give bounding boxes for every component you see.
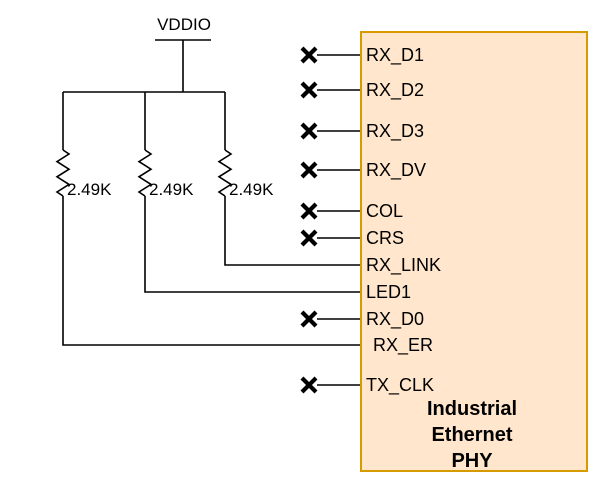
resistor-value-label: 2.49K — [229, 180, 274, 199]
wire-rx-link — [224, 196, 360, 266]
no-connect-icon — [300, 161, 318, 179]
phy-title-line: Ethernet — [431, 424, 513, 446]
resistor-symbol — [55, 149, 71, 197]
resistor-value-label: 2.49K — [149, 180, 194, 199]
pin-label-rx-er: RX_ER — [373, 335, 434, 355]
pin-label-rx-dv: RX_DV — [366, 160, 427, 180]
pin-label-rx-d3: RX_D3 — [366, 121, 425, 141]
pin-label-col: COL — [366, 201, 404, 221]
pin-label-rx-d2: RX_D2 — [366, 80, 425, 100]
pin-label-crs: CRS — [366, 228, 405, 248]
no-connect-icon — [300, 122, 318, 140]
pin-label-tx-clk: TX_CLK — [366, 375, 435, 395]
pin-label-led1: LED1 — [366, 282, 412, 302]
no-connect-icon — [300, 81, 318, 99]
wire-led1 — [144, 196, 360, 293]
no-connect-icon — [300, 376, 318, 394]
pin-label-rx-link: RX_LINK — [366, 255, 442, 275]
phy-block-title: Industrial Ethernet PHY — [361, 396, 583, 474]
power-rail-symbol — [155, 39, 211, 92]
wire-rx-er — [62, 196, 360, 346]
resistor-symbol — [137, 149, 153, 197]
phy-block — [360, 31, 588, 472]
net-label-vddio: VDDIO — [157, 15, 211, 34]
pin-label-rx-d1: RX_D1 — [366, 45, 425, 65]
phy-title-line: Industrial — [426, 398, 517, 420]
no-connect-icon — [300, 46, 318, 64]
no-connect-icon — [300, 202, 318, 220]
no-connect-icon — [300, 310, 318, 328]
no-connect-icon — [300, 229, 318, 247]
phy-title-line: PHY — [451, 450, 493, 472]
resistor-symbol — [217, 149, 233, 197]
pin-label-rx-d0: RX_D0 — [366, 309, 425, 329]
resistor-value-label: 2.49K — [67, 180, 112, 199]
